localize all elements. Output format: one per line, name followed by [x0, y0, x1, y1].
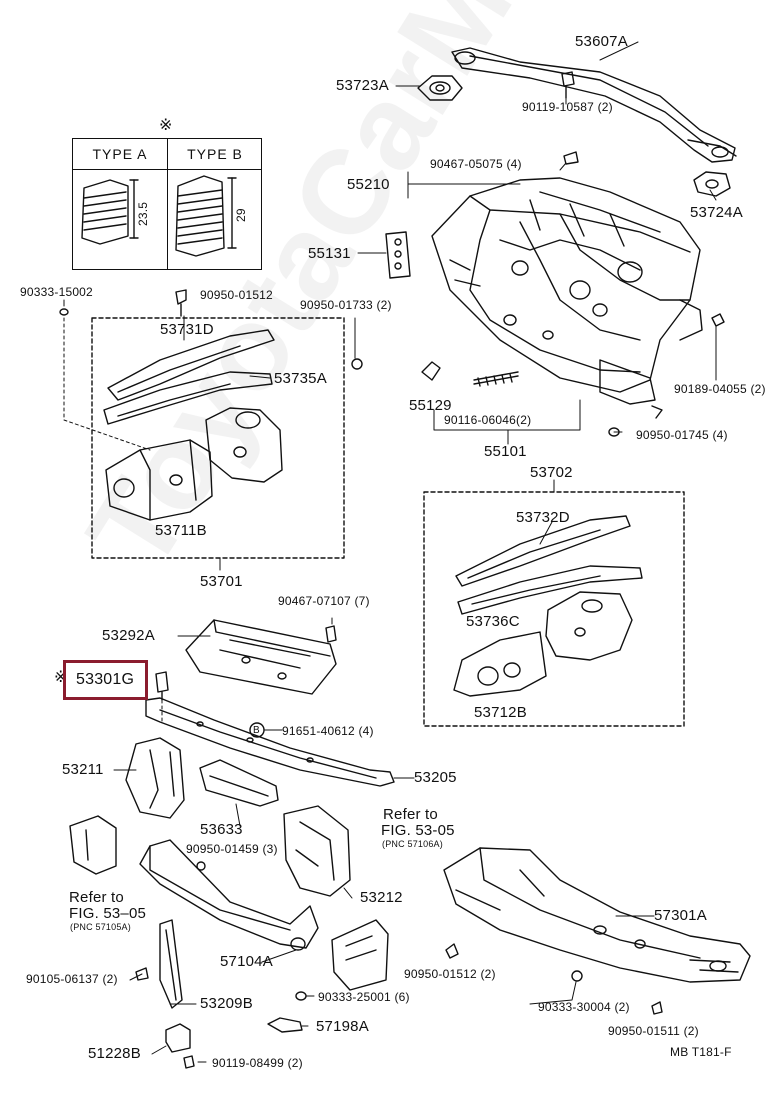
refer-right-fig[interactable]: FIG. 53-05 [381, 822, 455, 839]
part-53205-drawing [145, 697, 395, 787]
part-57301A-drawing [443, 847, 751, 983]
type-b-header: TYPE B [187, 146, 243, 162]
part-55101-dash-panel-drawing [431, 177, 703, 405]
part-51228B-drawing [165, 1023, 191, 1053]
callout-90116-06046: 90116-06046(2) [444, 413, 532, 427]
callout-90950-01733: 90950-01733 (2) [300, 298, 392, 312]
callout-55131: 55131 [308, 245, 351, 262]
callout-90467-05075: 90467-05075 (4) [430, 157, 522, 171]
fasteners-lower-drawing [135, 861, 663, 1069]
type-table: TYPE A TYPE B [72, 138, 262, 270]
fasteners-53701-drawing [59, 289, 187, 317]
refer-right-pnc: (PNC 57106A) [382, 839, 443, 849]
leader-lines [63, 41, 717, 1063]
callout-90467-07107: 90467-07107 (7) [278, 594, 370, 608]
callout-90119-10587: 90119-10587 (2) [522, 100, 613, 114]
callout-57104A: 57104A [220, 953, 273, 970]
callout-55129: 55129 [409, 397, 452, 414]
callout-57301A: 57301A [654, 907, 707, 924]
callout-91651-40612: 91651-40612 (4) [282, 724, 374, 738]
fasteners-dash-drawing [351, 151, 725, 437]
callout-53735A: 53735A [274, 370, 327, 387]
part-53724A-drawing [693, 171, 731, 197]
callout-90950-01512-bottom: 90950-01512 (2) [404, 967, 496, 981]
type-table-mark: ※ [159, 117, 173, 134]
callout-53702: 53702 [530, 464, 573, 481]
callout-90333-25001: 90333-25001 (6) [318, 990, 410, 1004]
part-53212-drawing [283, 805, 351, 897]
part-53301G-drawing [155, 671, 169, 701]
highlight-box-53301G[interactable] [63, 660, 148, 700]
callout-53211: 53211 [62, 761, 104, 778]
callout-90333-30004: 90333-30004 (2) [538, 1000, 630, 1014]
type-a-header: TYPE A [92, 146, 148, 162]
callout-90119-08499: 90119-08499 (2) [212, 1056, 303, 1070]
callout-53736C: 53736C [466, 613, 520, 630]
refer-left-line1: Refer to [69, 889, 124, 906]
callout-53205: 53205 [414, 769, 457, 786]
refer-right-line1: Refer to [383, 806, 438, 823]
callout-55210: 55210 [347, 176, 390, 193]
callout-53292A: 53292A [102, 627, 155, 644]
part-bracket-right-drawing [331, 919, 389, 991]
callout-90105-06137: 90105-06137 (2) [26, 972, 118, 986]
part-55129-drawing [421, 361, 441, 381]
part-53732D-drawing [455, 515, 643, 615]
part-53292A-drawing [185, 619, 337, 695]
callout-53732D: 53732D [516, 509, 570, 526]
part-bracket-left-drawing [69, 815, 117, 875]
callout-90950-01745: 90950-01745 (4) [636, 428, 728, 442]
part-53712B-drawing [453, 591, 633, 697]
callout-53711B: 53711B [155, 522, 207, 539]
callout-55101: 55101 [484, 443, 527, 460]
callout-53723A: 53723A [336, 77, 389, 94]
footer-code: MB T181-F [670, 1045, 732, 1059]
part-57198A-drawing [267, 1017, 303, 1033]
part-53211-drawing [125, 737, 185, 819]
callout-53712B: 53712B [474, 704, 527, 721]
callout-53701: 53701 [200, 573, 243, 590]
callout-90950-01511: 90950-01511 (2) [608, 1024, 699, 1038]
refer-left-pnc: (PNC 57105A) [70, 922, 131, 932]
callout-53212: 53212 [360, 889, 403, 906]
part-53209B-drawing [159, 919, 183, 1009]
callout-57198A: 57198A [316, 1018, 369, 1035]
part-55131-drawing [385, 231, 411, 279]
callout-53607A: 53607A [575, 33, 628, 50]
callout-90333-15002: 90333-15002 [20, 285, 93, 299]
type-b-dimension: 29 [234, 208, 248, 222]
part-57104A-drawing [139, 839, 319, 951]
callout-53633: 53633 [200, 821, 243, 838]
type-a-dimension: 23.5 [136, 201, 150, 226]
part-53731D-drawing [103, 329, 275, 425]
type-table-header-rule [73, 169, 261, 170]
part-90119-10587-drawing [561, 71, 575, 99]
part-53723A-drawing [417, 75, 463, 101]
callout-53724A: 53724A [690, 204, 743, 221]
part-53633-drawing [199, 759, 279, 807]
assembly-53702-box [423, 491, 685, 727]
callout-90189-04055: 90189-04055 (2) [674, 382, 766, 396]
callout-53301G[interactable]: 53301G [76, 671, 135, 688]
circle-b-label: B [253, 725, 260, 736]
part-53711B-drawing [105, 407, 283, 521]
type-table-divider [167, 139, 168, 269]
callout-90950-01512-top: 90950-01512 [200, 288, 273, 302]
callout-53209B: 53209B [200, 995, 253, 1012]
refer-left-fig[interactable]: FIG. 53–05 [69, 905, 147, 922]
assembly-53701-box [91, 317, 345, 559]
part-90116-06046-drawing [473, 371, 519, 387]
callout-53731D: 53731D [160, 321, 214, 338]
part-53607A-drawing [451, 47, 737, 163]
callout-90950-01459: 90950-01459 (3) [186, 842, 278, 856]
callout-51228B: 51228B [88, 1045, 141, 1062]
type-table-springs-drawing [81, 175, 237, 257]
